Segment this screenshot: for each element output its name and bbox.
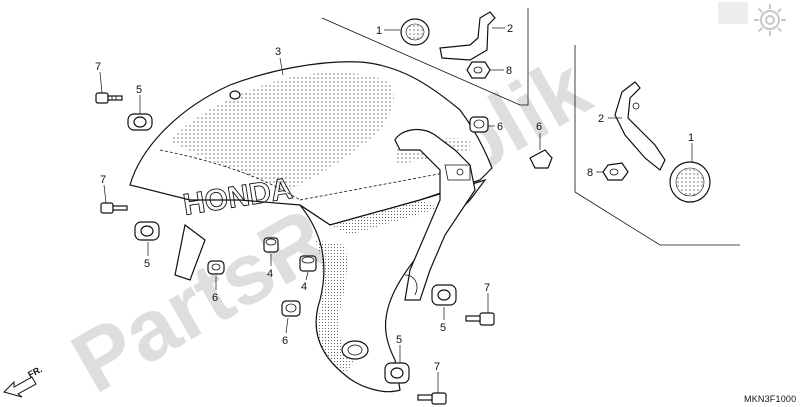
bolt-7-upper-left[interactable] (95, 92, 123, 104)
collar-4-a[interactable] (263, 237, 279, 253)
label-2-right: 2 (598, 113, 604, 125)
grommet-5-bottom[interactable] (384, 362, 410, 384)
label-4-a: 4 (267, 268, 273, 280)
label-3: 3 (275, 46, 281, 58)
label-8-right: 8 (587, 167, 593, 179)
grommet-5-mid[interactable] (134, 221, 160, 241)
catalog-code: MKN3F1000 (744, 394, 796, 404)
front-direction-text: FR. (26, 364, 43, 380)
leader-lines (99, 27, 693, 393)
callout-labels: 1 2 8 3 7 5 6 6 2 1 8 7 5 6 4 4 5 7 6 5 … (95, 23, 694, 373)
label-7-mid-left: 7 (100, 174, 106, 186)
label-6-right-clip: 6 (536, 121, 542, 133)
label-7-bottom: 7 (434, 361, 440, 373)
label-2-upper: 2 (507, 23, 513, 35)
label-6-left: 6 (212, 292, 218, 304)
label-7-right: 7 (484, 282, 490, 294)
label-6-upper-right: 6 (497, 121, 503, 133)
label-7-upper-left: 7 (95, 61, 101, 73)
label-1-upper: 1 (376, 25, 382, 37)
label-1-right: 1 (688, 132, 694, 144)
reflector-bracket-upper[interactable] (439, 11, 496, 61)
label-5-right: 5 (440, 322, 446, 334)
label-5-mid-left: 5 (144, 258, 150, 270)
reflector-right[interactable] (669, 161, 711, 203)
gear-badge (718, 2, 748, 24)
grommet-5-right[interactable] (431, 284, 457, 306)
reflector-bracket-right[interactable] (614, 81, 666, 171)
bolt-7-mid-left[interactable] (100, 202, 128, 214)
reflector-upper[interactable] (400, 18, 430, 46)
grommet-5-upper[interactable] (127, 113, 153, 131)
clip-6-right[interactable] (529, 149, 553, 169)
nut-6-left[interactable] (207, 260, 225, 275)
collar-4-b[interactable] (299, 255, 317, 272)
nut-8-upper[interactable] (466, 61, 491, 79)
front-direction-arrow: FR. (3, 364, 44, 398)
label-6-lower: 6 (282, 335, 288, 347)
nut-8-right[interactable] (602, 162, 629, 181)
callout-box-upper (321, 8, 529, 106)
label-8-upper: 8 (506, 65, 512, 77)
bolt-7-right[interactable] (465, 312, 495, 326)
callout-box-right (574, 45, 740, 246)
front-fender: HONDA (129, 61, 493, 393)
nut-6-lower[interactable] (281, 300, 301, 317)
label-4-b: 4 (301, 281, 307, 293)
label-5-bottom: 5 (396, 334, 402, 346)
nut-6-upper-right[interactable] (469, 116, 489, 133)
gear-icon[interactable] (754, 4, 786, 36)
label-5-upper-left: 5 (136, 84, 142, 96)
bolt-7-bottom[interactable] (417, 392, 447, 405)
